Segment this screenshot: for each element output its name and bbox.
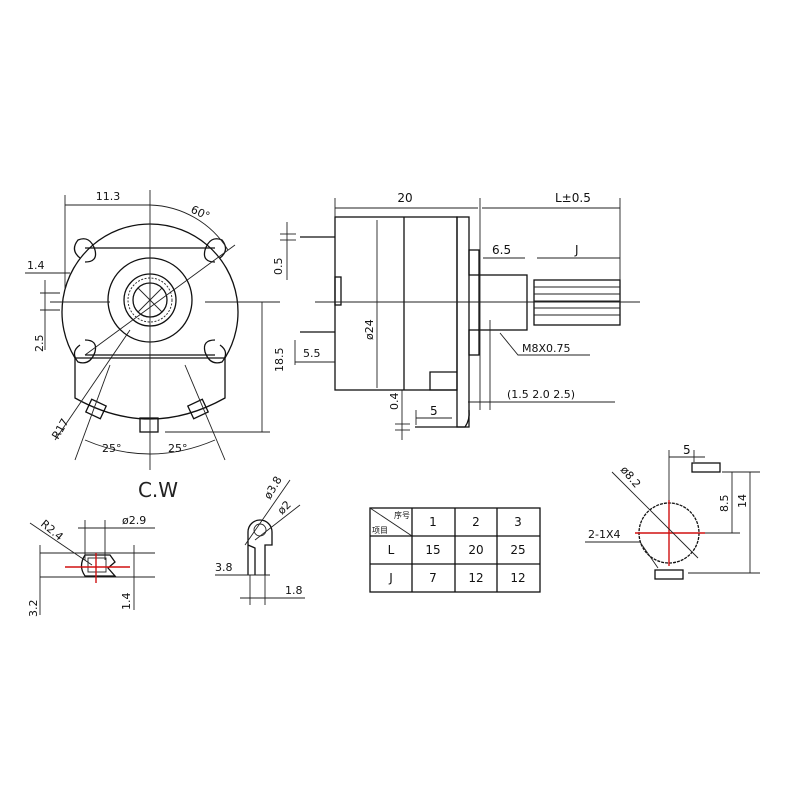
table-cell: 12	[510, 571, 525, 585]
terminal-housing	[74, 357, 226, 420]
slot-top	[691, 462, 721, 473]
dim-diameter: ø24	[363, 319, 376, 340]
panel-cutout: ø8.2 2-1X4 5 8.5 14	[585, 443, 760, 580]
dim-terminal-length: 5	[430, 404, 438, 418]
rotation-direction-label: C.W	[138, 478, 178, 502]
dim-knurl: J	[574, 243, 579, 257]
table-header-1: 1	[429, 515, 437, 529]
dim-body-length: 20	[397, 191, 412, 205]
dim-width-b: 3.8	[215, 561, 233, 574]
dim-shaft-length: L±0.5	[555, 191, 591, 205]
dim-terminal-thickness: 0.4	[388, 393, 401, 411]
table-corner-bottom: 项目	[372, 526, 388, 535]
table-row-label-J: J	[388, 571, 393, 585]
dim-tab: 2.5	[33, 335, 46, 353]
table-cell: 25	[510, 543, 525, 557]
dim-hole-b: ø2	[275, 498, 294, 517]
dim-slot-offset: 5	[683, 443, 691, 457]
dim-slot-a: 1.4	[120, 593, 133, 611]
dim-total: 14	[736, 494, 749, 508]
dim-angle-top: 60°	[189, 203, 212, 223]
terminal-detail-a: R2.4 ø2.9 3.2 1.4	[27, 514, 155, 617]
dim-height: 18.5	[273, 348, 286, 373]
table-corner-top: 序号	[394, 510, 410, 520]
front-view: 11.3 60° 1.4 2.5 18.5 R17 25° 25° C.W	[25, 190, 286, 502]
dim-pin-thickness: 0.5	[272, 258, 285, 276]
table-cell: 12	[468, 571, 483, 585]
dim-hole-a: ø2.9	[122, 514, 146, 527]
dim-angle-left: 25°	[102, 442, 122, 455]
dim-hole-cutout: ø8.2	[618, 464, 644, 491]
table-cell: 20	[468, 543, 483, 557]
dim-thread: M8X0.75	[522, 342, 571, 355]
dim-flange-options: (1.5 2.0 2.5)	[507, 388, 575, 401]
dim-slots: 2-1X4	[588, 528, 621, 541]
dim-pin-offset: 5.5	[303, 347, 321, 360]
table-cell: 7	[429, 571, 437, 585]
dim-upper: 8.5	[718, 495, 731, 513]
dim-angle-right: 25°	[168, 442, 188, 455]
threaded-bushing	[478, 274, 528, 331]
knurled-shaft	[533, 279, 621, 326]
slot-bottom	[654, 569, 684, 580]
dim-height-a: 3.2	[27, 600, 40, 618]
dim-outer-b: ø3.8	[261, 474, 284, 501]
dim-left-offset: 1.4	[27, 259, 45, 272]
table-row-label-L: L	[388, 543, 395, 557]
dim-pin-b: 1.8	[285, 584, 303, 597]
terminal-detail-b: ø3.8 ø2 3.8 1.8	[215, 474, 305, 605]
dim-radius-a: R2.4	[38, 517, 66, 543]
dim-bushing: 6.5	[492, 243, 511, 257]
table-header-2: 2	[472, 515, 480, 529]
dimension-table: 序号 项目 1 2 3 L 15 20 25 J 7 12 12	[369, 507, 541, 593]
side-view: 20 L±0.5 6.5 J ø24 M8X0.75 (1.5 2.0 2.5)…	[272, 191, 640, 440]
dim-width: 11.3	[96, 190, 121, 203]
table-cell: 15	[425, 543, 440, 557]
table-header-3: 3	[514, 515, 522, 529]
body	[334, 216, 458, 391]
